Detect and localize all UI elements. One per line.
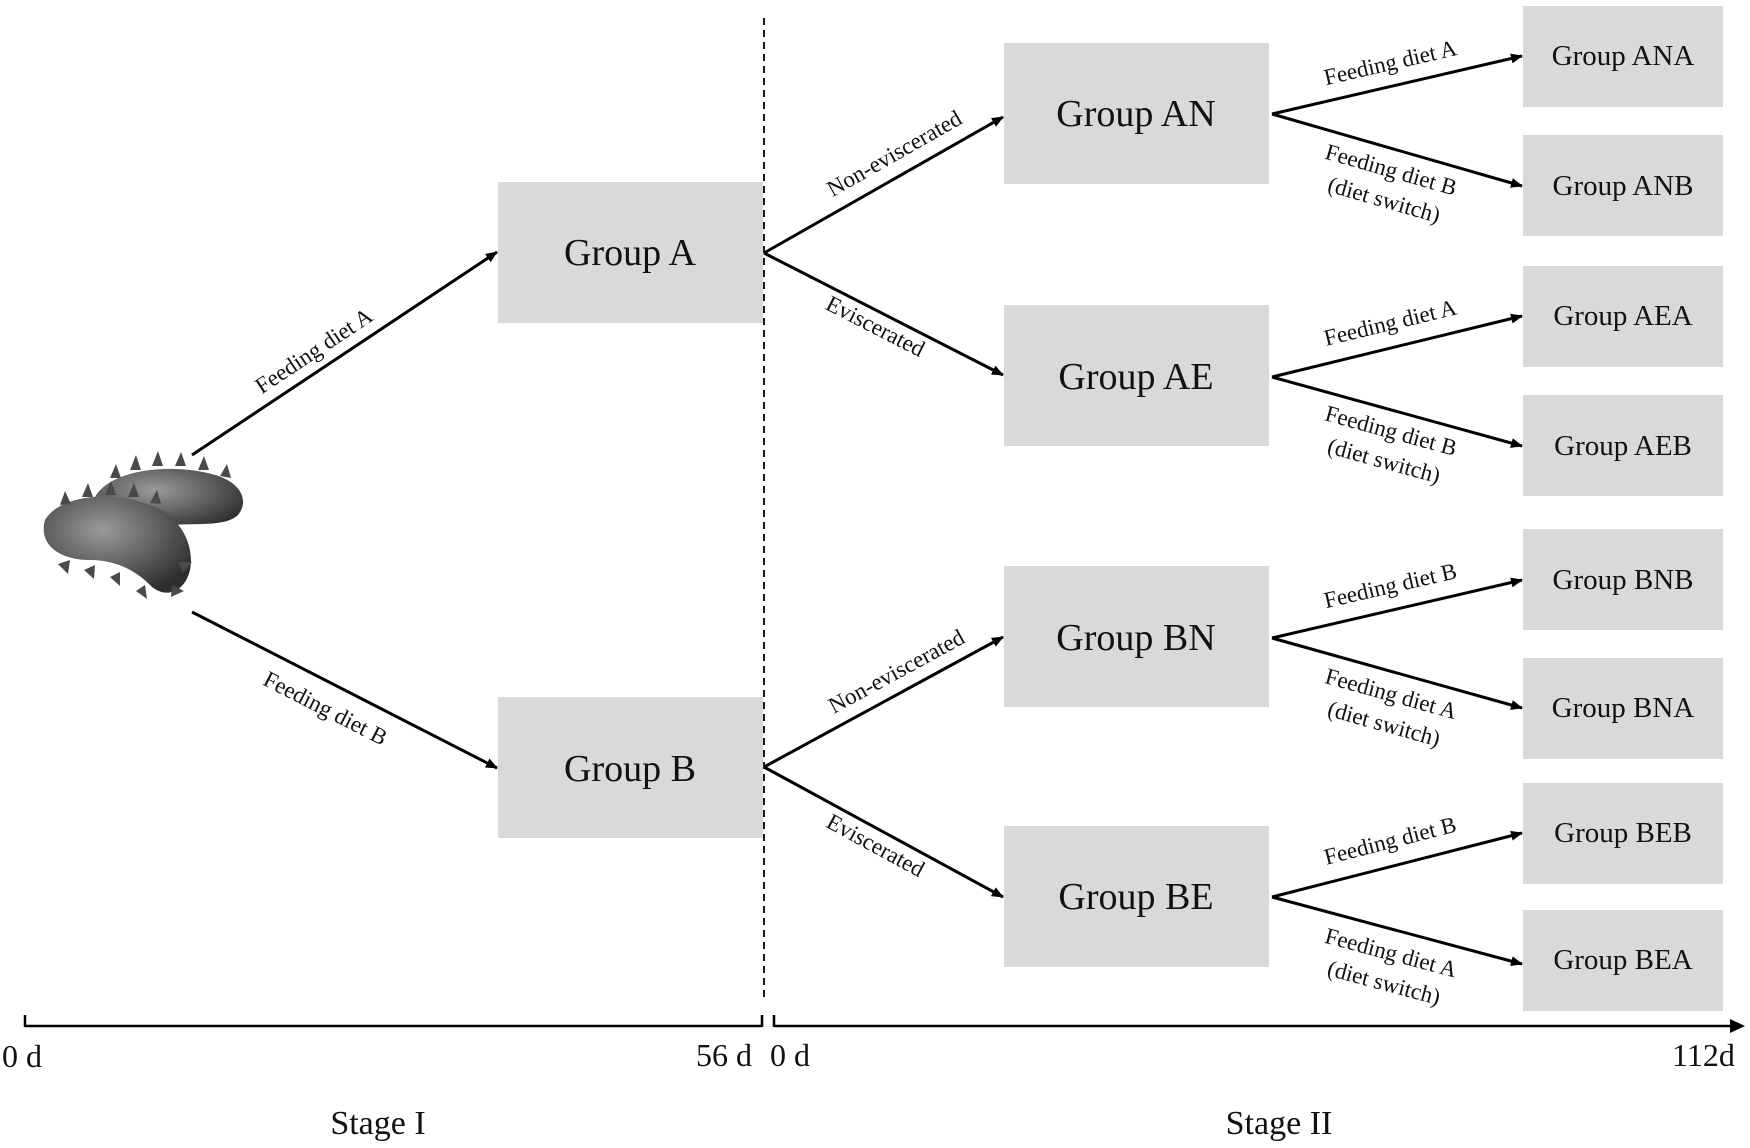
group-aea-box <box>1523 266 1723 367</box>
group-bea-label: Group BEA <box>1553 944 1692 976</box>
arrow-an-to-anb <box>1271 112 1523 188</box>
group-bna-box <box>1523 658 1723 759</box>
edge-label-ae-diet-a: Feeding diet A <box>1321 295 1459 351</box>
stage2-label: Stage II <box>1226 1105 1333 1142</box>
edge-label-bn-diet-b: Feeding diet B <box>1322 558 1460 613</box>
arrow-bn-to-bnb <box>1271 577 1523 640</box>
group-aeb-box <box>1523 395 1723 496</box>
group-beb-label: Group BEB <box>1554 817 1692 849</box>
arrow-b-to-bn <box>763 635 1004 769</box>
group-ana-label: Group ANA <box>1552 40 1695 72</box>
group-a-box <box>498 182 763 323</box>
group-a-label: Group A <box>564 232 697 274</box>
group-b-box <box>498 697 763 838</box>
edge-label-diet-a: Feeding diet A <box>251 303 378 399</box>
arrow-be-to-beb <box>1271 830 1523 899</box>
group-anb-label: Group ANB <box>1553 170 1694 202</box>
arrow-bn-to-bna <box>1271 636 1523 710</box>
group-bnb-label: Group BNB <box>1553 564 1694 596</box>
arrow-to-group-a <box>191 250 498 457</box>
axis-label-0d-stage2: 0 d <box>770 1037 810 1073</box>
group-bnb-box <box>1523 529 1723 630</box>
group-ana-box <box>1523 6 1723 107</box>
arrow-to-group-b <box>191 610 498 770</box>
axis-label-56d: 56 d <box>696 1037 752 1073</box>
axis-label-112d: 112d <box>1672 1037 1735 1073</box>
edge-label-be-diet-b: Feeding diet B <box>1321 812 1458 870</box>
group-be-box <box>1004 826 1269 967</box>
group-an-box <box>1004 43 1269 184</box>
group-b-label: Group B <box>564 748 696 790</box>
edge-label-an-diet-a: Feeding diet A <box>1322 35 1460 90</box>
stage2-timeline <box>772 1015 1745 1033</box>
axis-label-0d-stage1: 0 d <box>2 1038 42 1074</box>
arrow-ae-to-aeb <box>1271 375 1523 448</box>
group-beb-box <box>1523 783 1723 884</box>
group-an-label: Group AN <box>1056 93 1215 135</box>
edge-label-eviscerated-a: Eviscerated <box>822 291 929 362</box>
group-aeb-label: Group AEB <box>1554 430 1692 462</box>
arrow-a-to-an <box>763 115 1004 255</box>
arrow-an-to-ana <box>1271 53 1523 116</box>
group-bn-label: Group BN <box>1056 617 1215 659</box>
stage1-timeline <box>23 1015 764 1028</box>
arrow-ae-to-aea <box>1271 313 1523 379</box>
sea-cucumber-icon <box>43 451 244 599</box>
arrow-b-to-be <box>763 765 1004 899</box>
group-ae-label: Group AE <box>1058 356 1213 398</box>
arrow-a-to-ae <box>763 251 1004 377</box>
group-bna-label: Group BNA <box>1552 692 1695 724</box>
group-be-label: Group BE <box>1058 876 1213 918</box>
edge-label-non-eviscerated-b: Non-eviscerated <box>824 624 969 718</box>
group-ae-box <box>1004 305 1269 446</box>
edge-label-eviscerated-b: Eviscerated <box>822 809 929 882</box>
group-aea-label: Group AEA <box>1553 300 1692 332</box>
group-anb-box <box>1523 135 1723 236</box>
group-bn-box <box>1004 566 1269 707</box>
group-bea-box <box>1523 910 1723 1011</box>
arrow-be-to-bea <box>1271 895 1523 966</box>
edge-label-non-eviscerated-a: Non-eviscerated <box>823 105 967 201</box>
stage1-label: Stage I <box>330 1105 425 1142</box>
